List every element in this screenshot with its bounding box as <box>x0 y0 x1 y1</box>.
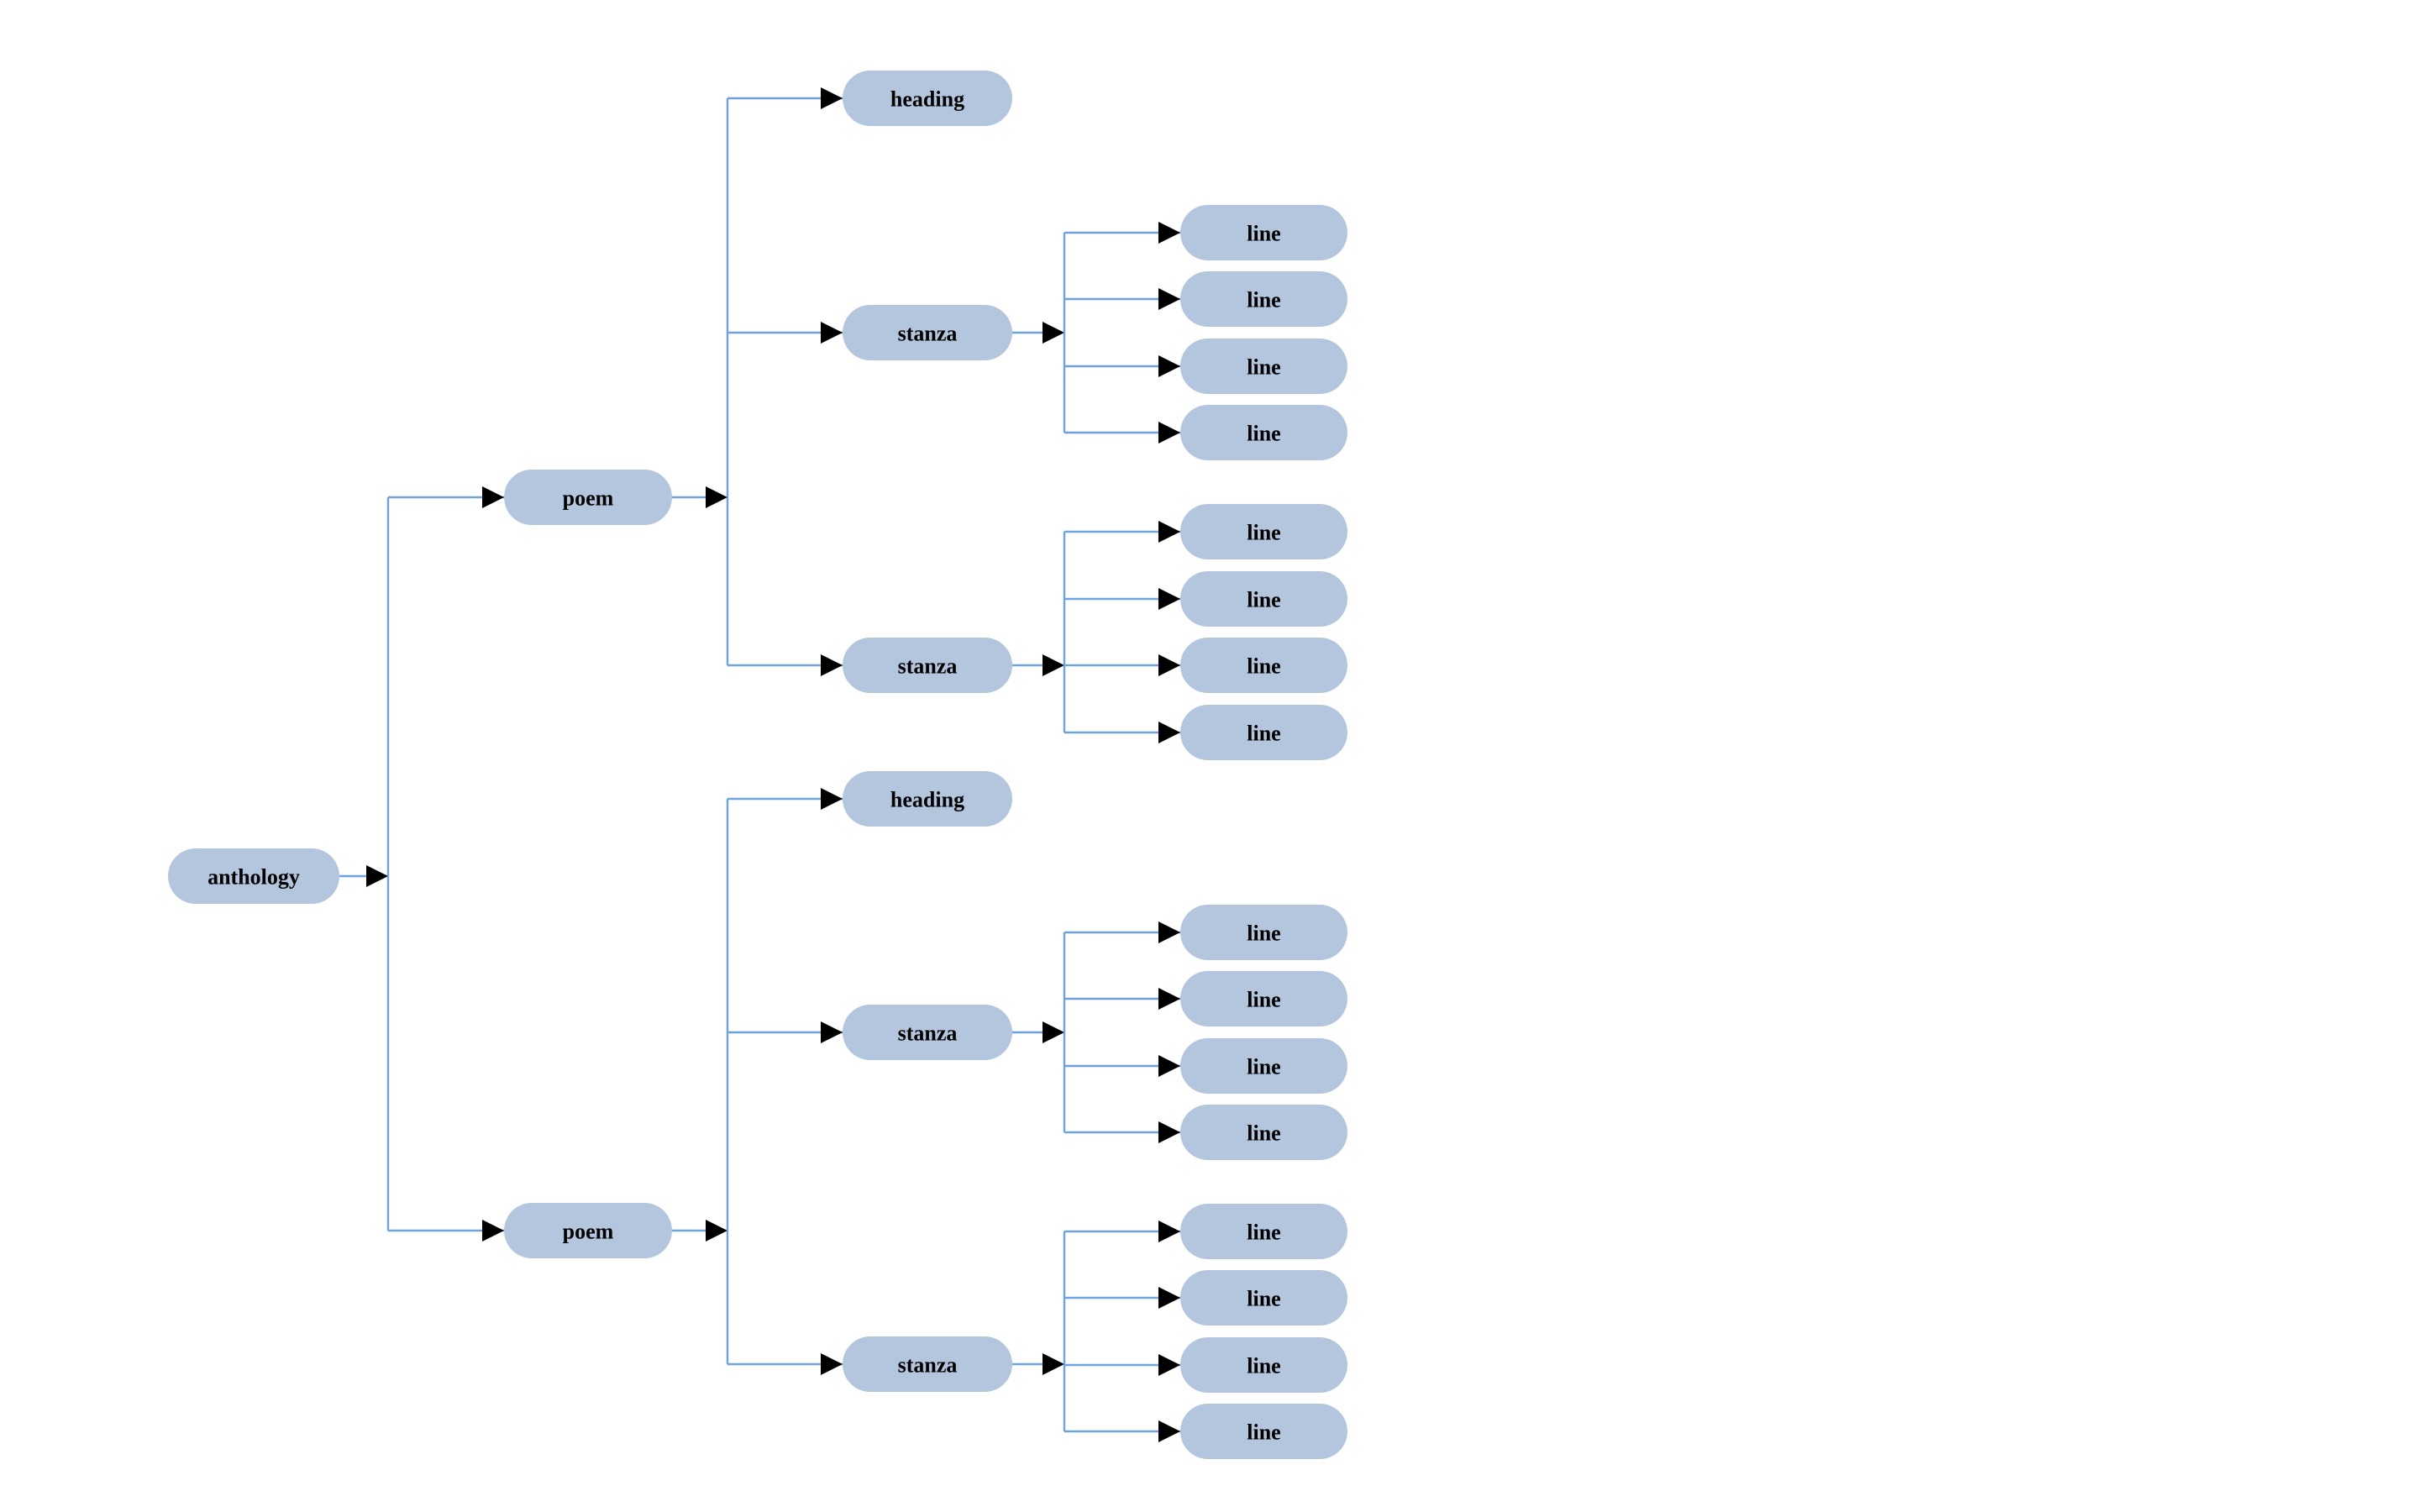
node-p2-s1-l2[interactable]: line <box>1180 971 1347 1026</box>
arrowhead-p2-stanza2 <box>821 1353 843 1375</box>
nodes-layer: anthology poem heading stanza line line line li… <box>168 71 1347 1459</box>
node-shape-p2-s1-l4[interactable] <box>1180 1105 1347 1160</box>
node-shape-p1-s2-l2[interactable] <box>1180 571 1347 627</box>
arrowhead-trunk-p2-stanza1 <box>1043 1021 1064 1043</box>
arrowhead-p2-stanza1 <box>821 1021 843 1043</box>
arrowhead-p2-s2-l2 <box>1158 1287 1180 1309</box>
arrowhead-p1-s2-l1 <box>1158 521 1180 543</box>
node-shape-p2-s1-l3[interactable] <box>1180 1038 1347 1094</box>
node-p2-s1-l4[interactable]: line <box>1180 1105 1347 1160</box>
edge-group-p1-stanza2 <box>1012 521 1180 743</box>
edge-group-anthology <box>339 486 504 1242</box>
edges-layer <box>339 87 1180 1442</box>
arrowhead-p2-s2-l4 <box>1158 1420 1180 1442</box>
node-p1-s2-l4[interactable]: line <box>1180 705 1347 760</box>
node-shape-p1-stanza2[interactable] <box>843 638 1012 693</box>
node-shape-p2-heading[interactable] <box>843 771 1012 827</box>
node-shape-p1-s2-l1[interactable] <box>1180 504 1347 559</box>
node-shape-p2-stanza1[interactable] <box>843 1005 1012 1060</box>
edge-group-p1-stanza1 <box>1012 222 1180 444</box>
arrowhead-p2-heading <box>821 788 843 810</box>
edge-group-poem1 <box>672 87 843 676</box>
node-p1-stanza1[interactable]: stanza <box>843 305 1012 360</box>
node-shape-p1-s1-l4[interactable] <box>1180 405 1347 460</box>
node-shape-p1-s2-l4[interactable] <box>1180 705 1347 760</box>
node-shape-p1-stanza1[interactable] <box>843 305 1012 360</box>
arrowhead-p1-s2-l4 <box>1158 722 1180 743</box>
node-shape-anthology[interactable] <box>168 848 339 904</box>
node-p1-s1-l2[interactable]: line <box>1180 271 1347 327</box>
node-p2-stanza2[interactable]: stanza <box>843 1336 1012 1392</box>
node-shape-p1-s1-l3[interactable] <box>1180 339 1347 394</box>
node-shape-p2-s1-l2[interactable] <box>1180 971 1347 1026</box>
node-p2-stanza1[interactable]: stanza <box>843 1005 1012 1060</box>
node-p1-stanza2[interactable]: stanza <box>843 638 1012 693</box>
node-shape-p1-s1-l1[interactable] <box>1180 205 1347 260</box>
node-shape-p2-s2-l2[interactable] <box>1180 1270 1347 1326</box>
node-shape-poem1[interactable] <box>504 470 672 525</box>
node-poem2[interactable]: poem <box>504 1203 672 1258</box>
arrowhead-p1-heading <box>821 87 843 109</box>
arrowhead-trunk-p1-stanza2 <box>1043 654 1064 676</box>
arrowhead-p1-stanza2 <box>821 654 843 676</box>
node-p2-s2-l4[interactable]: line <box>1180 1404 1347 1459</box>
arrowhead-poem2 <box>482 1220 504 1242</box>
arrowhead-poem1 <box>482 486 504 508</box>
node-p1-s2-l2[interactable]: line <box>1180 571 1347 627</box>
node-p2-s1-l1[interactable]: line <box>1180 905 1347 960</box>
arrowhead-p2-s2-l3 <box>1158 1354 1180 1376</box>
node-shape-p2-stanza2[interactable] <box>843 1336 1012 1392</box>
node-p1-s2-l3[interactable]: line <box>1180 638 1347 693</box>
arrowhead-p1-s2-l3 <box>1158 654 1180 676</box>
node-poem1[interactable]: poem <box>504 470 672 525</box>
node-shape-p2-s2-l1[interactable] <box>1180 1204 1347 1259</box>
arrowhead-p1-s1-l1 <box>1158 222 1180 244</box>
node-shape-p1-heading[interactable] <box>843 71 1012 126</box>
arrowhead-p2-s1-l3 <box>1158 1055 1180 1077</box>
node-shape-p2-s1-l1[interactable] <box>1180 905 1347 960</box>
arrowhead-trunk-p1-stanza1 <box>1043 322 1064 344</box>
node-p1-s1-l3[interactable]: line <box>1180 339 1347 394</box>
arrowhead-p2-s1-l4 <box>1158 1121 1180 1143</box>
node-p1-heading[interactable]: heading <box>843 71 1012 126</box>
node-p1-s1-l4[interactable]: line <box>1180 405 1347 460</box>
node-p1-s2-l1[interactable]: line <box>1180 504 1347 559</box>
node-p1-s1-l1[interactable]: line <box>1180 205 1347 260</box>
arrowhead-p1-stanza1 <box>821 322 843 344</box>
arrowhead-p2-s2-l1 <box>1158 1221 1180 1242</box>
node-anthology[interactable]: anthology <box>168 848 339 904</box>
arrowhead-trunk-p2-stanza2 <box>1043 1353 1064 1375</box>
arrowhead-p2-s1-l1 <box>1158 921 1180 943</box>
node-p2-heading[interactable]: heading <box>843 771 1012 827</box>
node-shape-p2-s2-l4[interactable] <box>1180 1404 1347 1459</box>
node-p2-s1-l3[interactable]: line <box>1180 1038 1347 1094</box>
arrowhead-p1-s1-l3 <box>1158 355 1180 377</box>
arrowhead-p1-s2-l2 <box>1158 588 1180 610</box>
node-shape-p2-s2-l3[interactable] <box>1180 1337 1347 1393</box>
arrowhead-p1-s1-l2 <box>1158 288 1180 310</box>
node-p2-s2-l3[interactable]: line <box>1180 1337 1347 1393</box>
arrowhead-trunk-poem1 <box>706 486 727 508</box>
arrowhead-p1-s1-l4 <box>1158 422 1180 444</box>
node-shape-poem2[interactable] <box>504 1203 672 1258</box>
arrowhead-trunk-anthology <box>366 865 388 887</box>
arrowhead-p2-s1-l2 <box>1158 988 1180 1010</box>
node-shape-p1-s1-l2[interactable] <box>1180 271 1347 327</box>
node-p2-s2-l2[interactable]: line <box>1180 1270 1347 1326</box>
node-p2-s2-l1[interactable]: line <box>1180 1204 1347 1259</box>
node-shape-p1-s2-l3[interactable] <box>1180 638 1347 693</box>
arrowhead-trunk-poem2 <box>706 1220 727 1242</box>
edge-group-p2-stanza1 <box>1012 921 1180 1143</box>
edge-group-p2-stanza2 <box>1012 1221 1180 1442</box>
edge-group-poem2 <box>672 788 843 1375</box>
